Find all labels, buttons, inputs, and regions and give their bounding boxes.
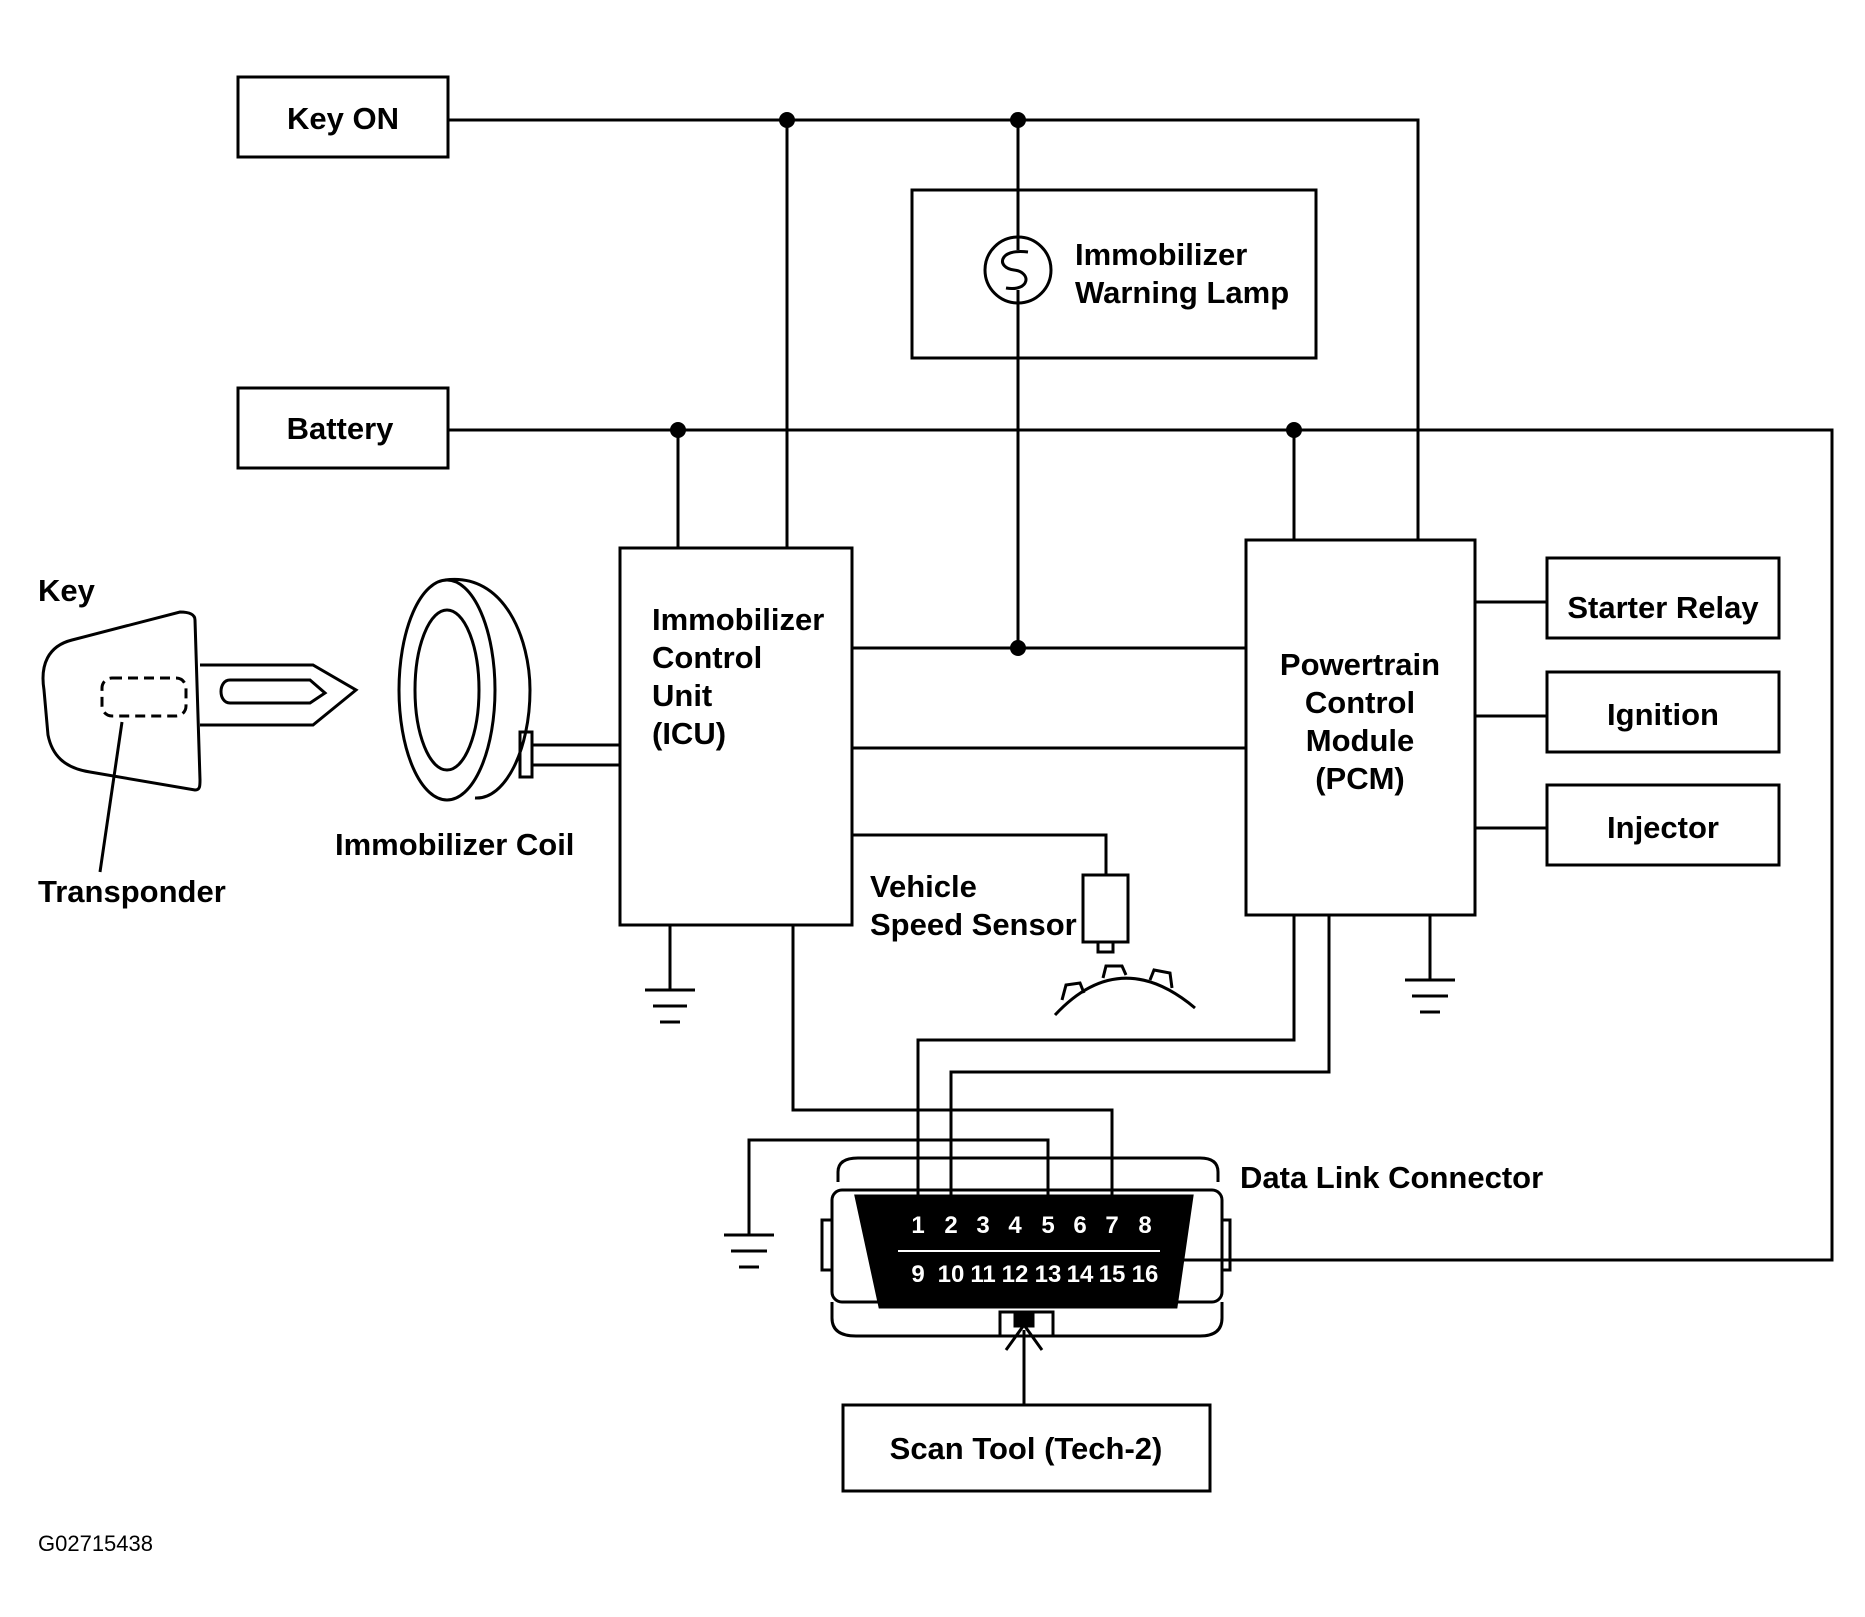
icu-label-2: Control <box>652 640 762 675</box>
ignition-label: Ignition <box>1607 697 1719 732</box>
pcm-label-3: Module <box>1306 723 1415 758</box>
pin-8: 8 <box>1138 1212 1151 1239</box>
injector-label: Injector <box>1607 810 1719 845</box>
dlc-pins-bottom: 9 10 11 12 13 14 15 16 <box>911 1261 1158 1288</box>
battery-label: Battery <box>287 411 395 446</box>
icu-label-3: Unit <box>652 678 712 713</box>
pin-15: 15 <box>1099 1261 1126 1288</box>
vehicle-speed-sensor-label-2: Speed Sensor <box>870 907 1077 942</box>
pin-10: 10 <box>938 1261 965 1288</box>
warning-lamp-label-1: Immobilizer <box>1075 237 1247 272</box>
icu-label-4: (ICU) <box>652 716 726 751</box>
battery-box <box>236 386 450 470</box>
reluctor-icon <box>1053 964 1196 1017</box>
pcm-box <box>1244 538 1477 917</box>
injector-box <box>1545 783 1781 867</box>
dlc-pins-top: 1 2 3 4 5 6 7 8 <box>911 1212 1151 1239</box>
key-icon <box>41 610 359 792</box>
transponder-icon <box>100 676 188 718</box>
sensor-icon <box>1081 873 1130 954</box>
pin-5: 5 <box>1041 1212 1054 1239</box>
warning-lamp-box <box>910 188 1318 360</box>
transponder-label: Transponder <box>38 874 226 909</box>
data-link-connector-label: Data Link Connector <box>1240 1160 1543 1195</box>
scan-tool-label: Scan Tool (Tech-2) <box>890 1431 1163 1466</box>
icu-label-1: Immobilizer <box>652 602 824 637</box>
pin-9: 9 <box>911 1261 924 1288</box>
pin-7: 7 <box>1105 1212 1118 1239</box>
immobilizer-coil-label: Immobilizer Coil <box>335 827 574 862</box>
data-link-connector <box>820 1156 1232 1338</box>
pin-6: 6 <box>1073 1212 1086 1239</box>
pin-3: 3 <box>976 1212 989 1239</box>
starter-relay-box <box>1545 556 1781 640</box>
icu-box <box>618 546 854 927</box>
ground-icon-dlc <box>724 1233 774 1269</box>
pin-16: 16 <box>1132 1261 1159 1288</box>
wires <box>98 118 1834 1405</box>
lamp-icon <box>983 235 1053 305</box>
ground-icon-pcm <box>1405 978 1455 1014</box>
pin-4: 4 <box>1008 1212 1022 1239</box>
figure-id: G02715438 <box>38 1531 153 1556</box>
pin-11: 11 <box>970 1261 995 1288</box>
ignition-box <box>1545 670 1781 754</box>
pin-2: 2 <box>944 1212 957 1239</box>
ground-icon-icu <box>645 988 695 1024</box>
pin-13: 13 <box>1035 1261 1062 1288</box>
pcm-label-1: Powertrain <box>1280 647 1440 682</box>
warning-lamp-label-2: Warning Lamp <box>1075 275 1289 310</box>
pin-14: 14 <box>1067 1261 1094 1288</box>
junctions <box>670 112 1302 656</box>
pcm-label-4: (PCM) <box>1315 761 1405 796</box>
pin-1: 1 <box>911 1212 924 1239</box>
key-label: Key <box>38 573 96 608</box>
arrow-up-icon <box>1004 1322 1044 1351</box>
scan-tool-box <box>841 1403 1212 1493</box>
key-on-box <box>236 75 450 159</box>
starter-relay-label: Starter Relay <box>1567 590 1759 625</box>
coil-icon <box>397 577 534 802</box>
pin-12: 12 <box>1002 1261 1029 1288</box>
key-on-label: Key ON <box>287 101 399 136</box>
pcm-label-2: Control <box>1305 685 1415 720</box>
vehicle-speed-sensor-label-1: Vehicle <box>870 869 977 904</box>
